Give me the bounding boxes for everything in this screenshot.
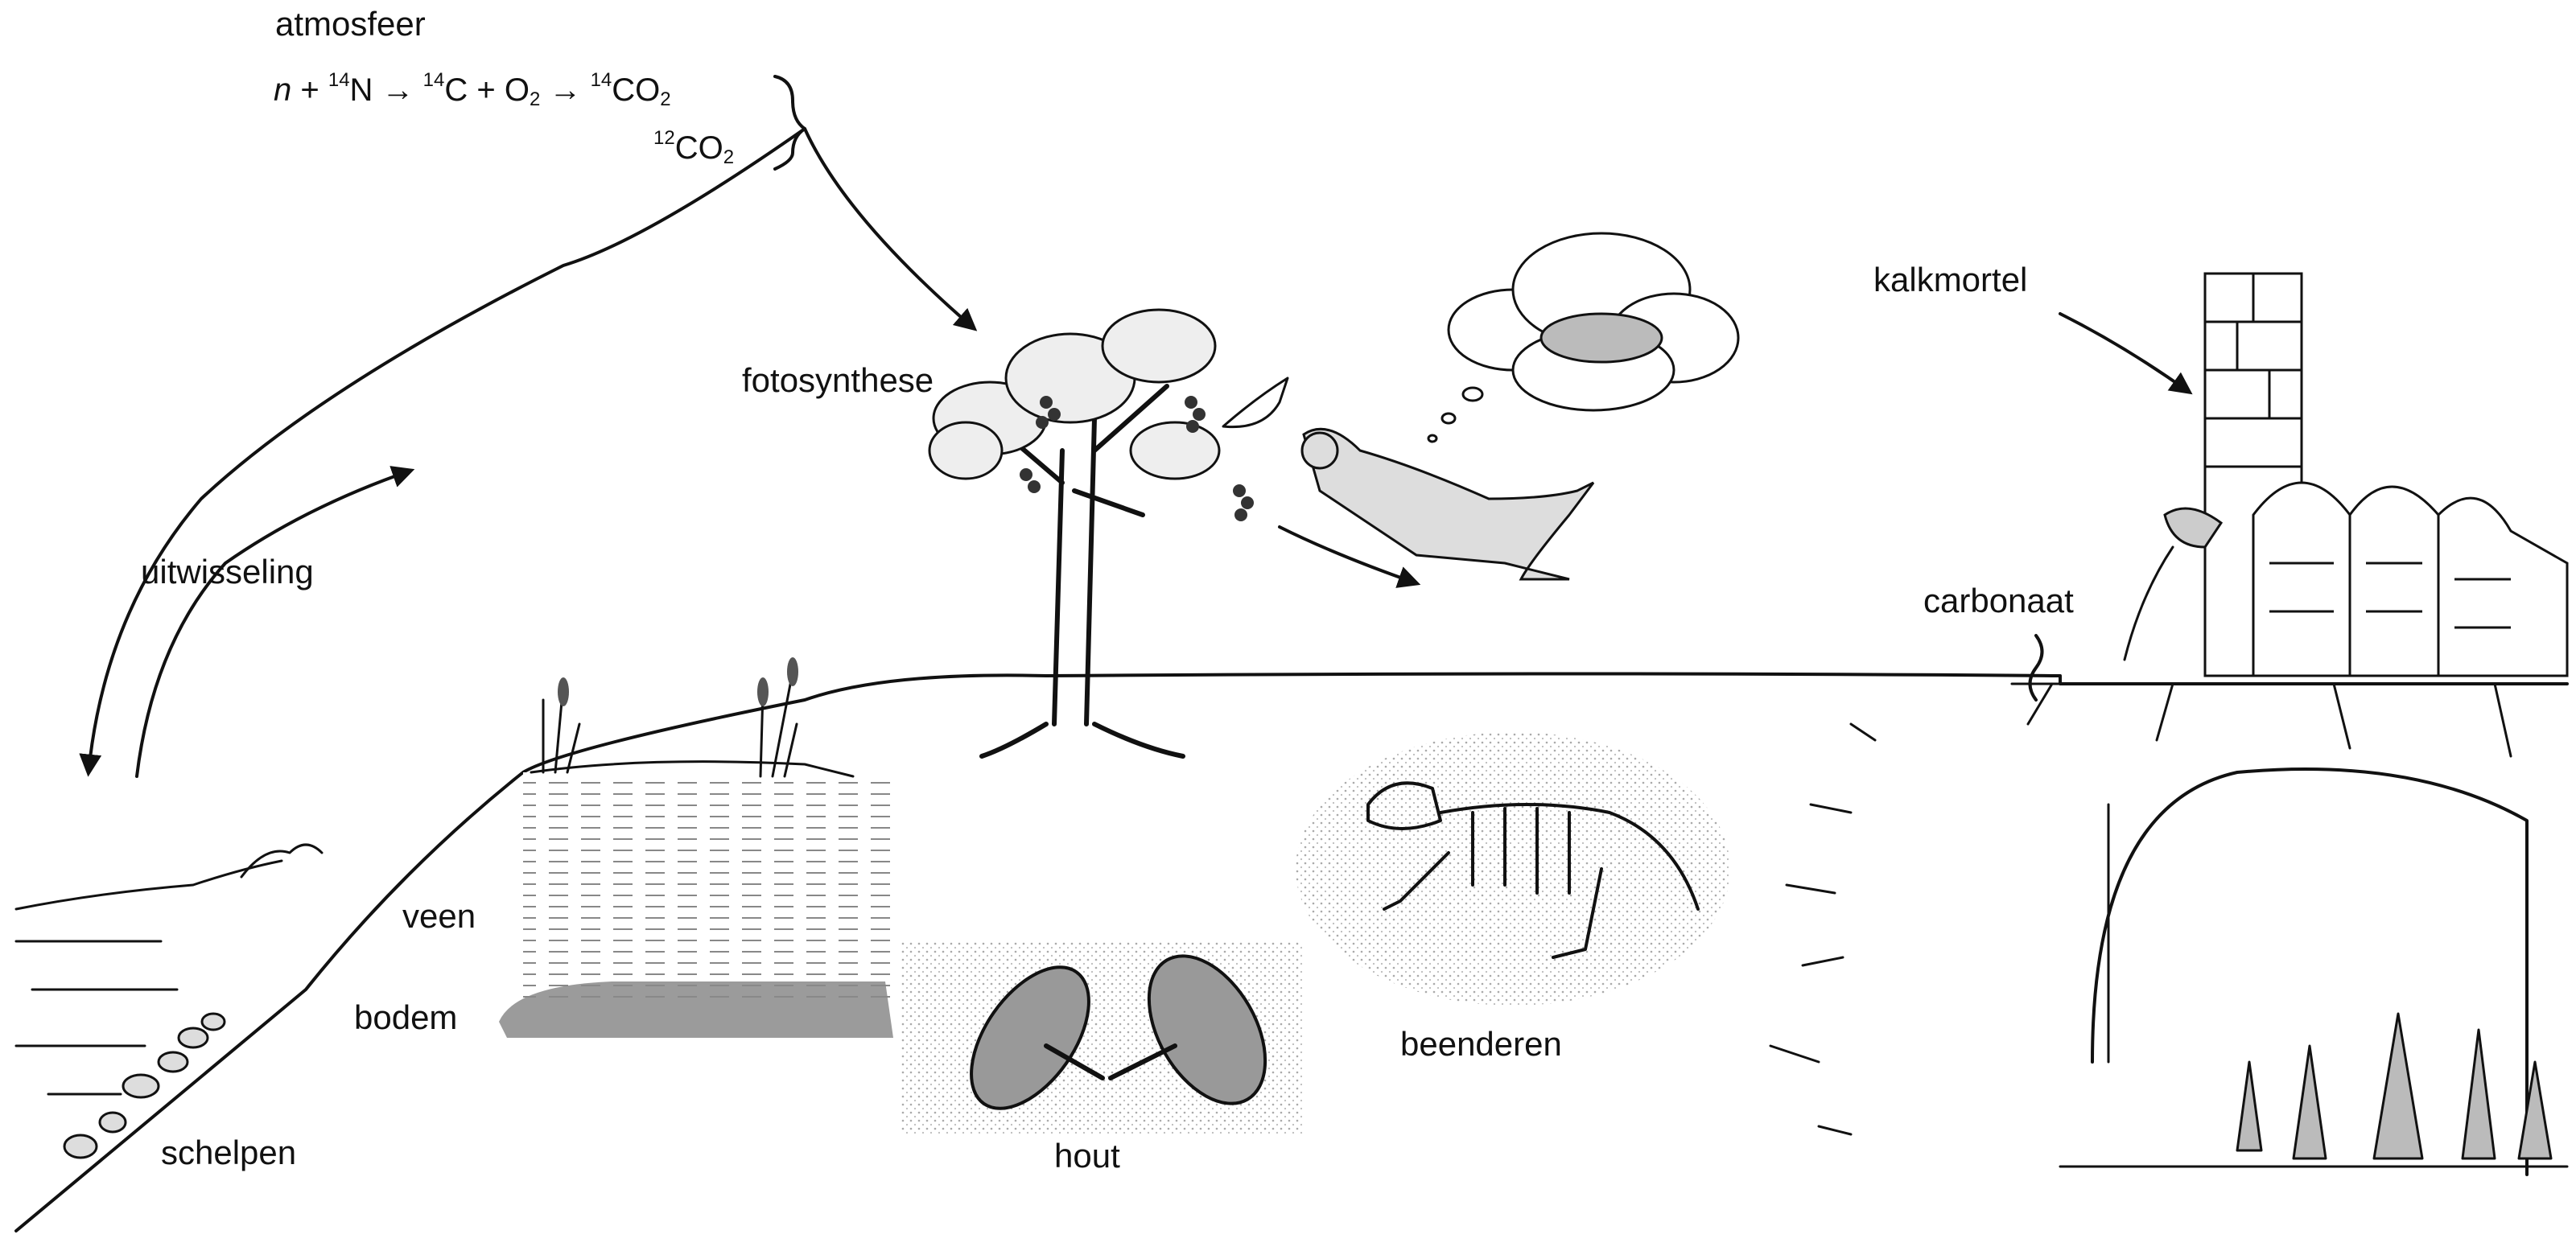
equation-line-2: 12CO2 (653, 129, 734, 167)
ruin-drawing (2123, 272, 2569, 677)
kalkmortel-arrow (2059, 312, 2193, 395)
carbonaat-squiggle (2028, 634, 2044, 702)
cave-drawing (1769, 682, 2569, 1176)
brace (773, 75, 806, 171)
eq-sub: 2 (529, 88, 541, 110)
label-exchange: uitwisseling (141, 553, 314, 591)
eq-plus: + (291, 72, 328, 108)
label-soil: bodem (354, 998, 458, 1036)
label-shells: schelpen (161, 1134, 297, 1171)
label-photosynthesis: fotosynthese (742, 361, 934, 399)
tree-drawing (928, 308, 1289, 759)
eq-neutron: n (274, 72, 292, 108)
skeleton-drawing (1296, 732, 1730, 1006)
eq-arrow: → (373, 72, 423, 108)
cat-drawing (1300, 427, 1595, 581)
to-photosynthesis-arrow (803, 127, 978, 331)
ground-line (14, 672, 2569, 1232)
sea (14, 843, 324, 1096)
label-bones: beenderen (1400, 1025, 1562, 1063)
eq-sup: 14 (590, 69, 612, 91)
label-atmosphere: atmosfeer (275, 5, 426, 43)
label-peat: veen (402, 897, 476, 935)
equation-line-1: n + 14N → 14C + O2 → 14CO2 (274, 71, 671, 109)
eq-co: CO (674, 130, 723, 166)
eq-sub: 2 (723, 146, 735, 168)
eq-carbon: C + O (444, 72, 530, 108)
eq-sub: 2 (660, 88, 671, 110)
label-lime-mortar: kalkmortel (1873, 261, 2028, 298)
eq-sup: 12 (653, 127, 675, 149)
eq-arrow: → (540, 72, 591, 108)
eq-co: CO (612, 72, 661, 108)
peat-pond (499, 657, 893, 1038)
label-carbonate: carbonaat (1923, 582, 2074, 619)
eq-nitrogen: N (349, 72, 373, 108)
wood-drawing (901, 941, 1304, 1134)
thought-bubble (1427, 232, 1740, 443)
shells-drawing (63, 1012, 226, 1159)
label-wood: hout (1054, 1137, 1120, 1175)
uitwisseling-down-arrow (79, 127, 806, 777)
eq-sup: 14 (328, 69, 350, 91)
uitwisseling-up-arrow (135, 466, 415, 778)
eq-sup: 14 (422, 69, 445, 91)
arrows (79, 75, 2193, 778)
food-chain-arrow (1278, 525, 1421, 588)
